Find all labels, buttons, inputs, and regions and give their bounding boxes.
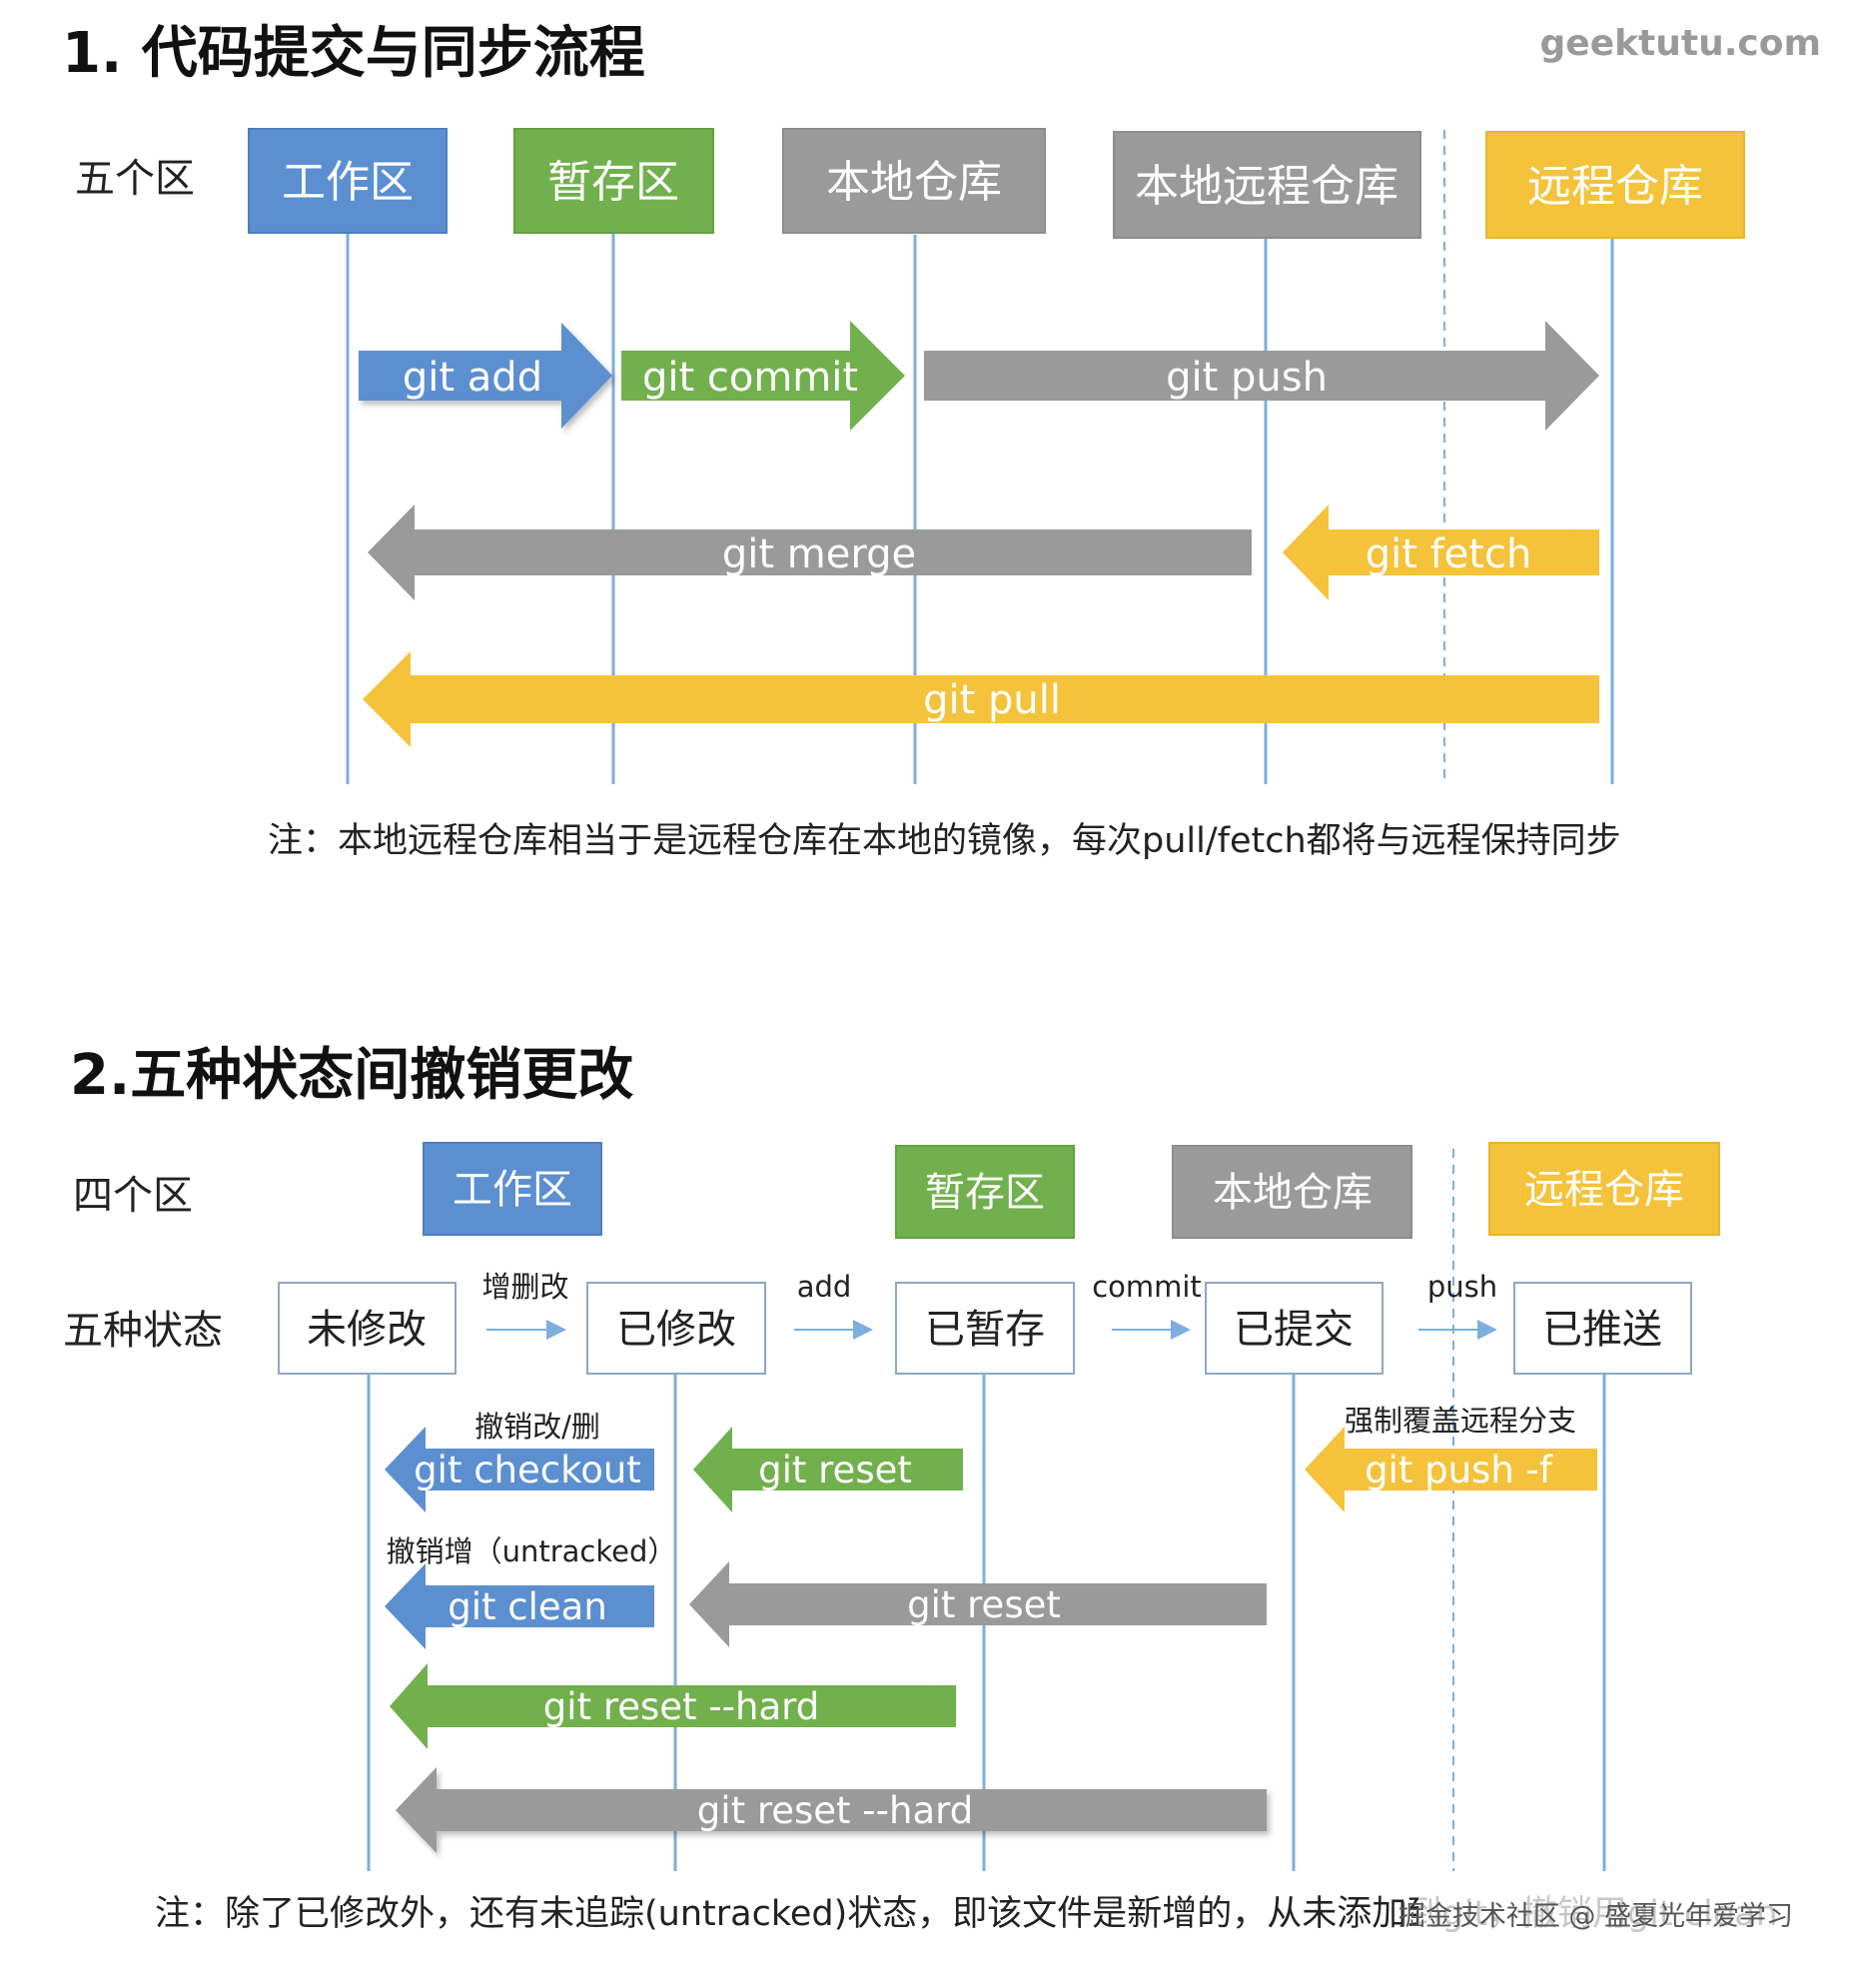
section1-title: 1. 代码提交与同步流程 bbox=[62, 21, 645, 86]
section2-zone-remote: 远程仓库 bbox=[1488, 1142, 1720, 1236]
zone-box bbox=[423, 1142, 602, 1236]
state-label: 已修改 bbox=[616, 1307, 736, 1353]
section2-zone-label: 四个区 bbox=[73, 1173, 193, 1219]
transition-label: add bbox=[797, 1270, 852, 1304]
arrow-git-pull: git pull bbox=[363, 651, 1599, 747]
zone-label: 本地仓库 bbox=[1213, 1170, 1373, 1216]
arrow-label: git reset --hard bbox=[697, 1789, 973, 1832]
section2-title: 2.五种状态间撤销更改 bbox=[70, 1043, 633, 1108]
undo-label-checkout: 撤销改/删 bbox=[474, 1410, 600, 1444]
section1-zone-workspace: 工作区 bbox=[248, 128, 448, 234]
arrow-label: git commit bbox=[642, 355, 858, 401]
section1-zone-remote: 远程仓库 bbox=[1485, 131, 1745, 239]
state-modified: 已修改 bbox=[586, 1282, 766, 1375]
arrow-label: git fetch bbox=[1366, 531, 1532, 577]
section1-lanes bbox=[346, 130, 1614, 784]
arrow-git-reset-committed: git reset bbox=[689, 1561, 1267, 1647]
state-label: 未修改 bbox=[307, 1307, 427, 1353]
footer-mark-background bbox=[1418, 1893, 1803, 1937]
zone-box bbox=[1113, 131, 1421, 239]
zone-label: 本地仓库 bbox=[826, 157, 1002, 208]
arrow-label: git push -f bbox=[1365, 1449, 1553, 1491]
arrow-git-merge: git merge bbox=[368, 504, 1252, 600]
transition-label: commit bbox=[1092, 1270, 1202, 1304]
section1-zone-staging: 暂存区 bbox=[513, 128, 714, 234]
arrow-git-checkout: git checkout bbox=[385, 1427, 654, 1512]
arrow-label: git reset bbox=[758, 1449, 912, 1491]
state-label: 已提交 bbox=[1234, 1307, 1354, 1353]
footer-watermark: 掘金技术社区 @ 盛夏光年爱学习 bbox=[1398, 1901, 1793, 1932]
section2-lanes bbox=[367, 1149, 1606, 1871]
state-committed: 已提交 bbox=[1205, 1282, 1384, 1375]
arrow-git-commit: git commit bbox=[621, 321, 905, 431]
arrow-label: git add bbox=[403, 355, 542, 401]
arrow-git-reset-staged: git reset bbox=[693, 1427, 963, 1512]
transition-commit: commit bbox=[1092, 1270, 1202, 1340]
state-pushed: 已推送 bbox=[1513, 1282, 1692, 1375]
arrow-git-reset-hard-staged: git reset --hard bbox=[390, 1663, 956, 1749]
arrow-label: git push bbox=[1166, 355, 1328, 401]
section1-row-label: 五个区 bbox=[75, 156, 195, 202]
state-label: 已推送 bbox=[1542, 1307, 1662, 1353]
zone-box bbox=[1485, 131, 1745, 239]
transition-push: push bbox=[1418, 1270, 1497, 1340]
transition-label: push bbox=[1427, 1270, 1497, 1304]
transition-add: add bbox=[794, 1270, 873, 1340]
section2-zone-workspace: 工作区 bbox=[423, 1142, 602, 1236]
arrow-git-push-force: git push -f bbox=[1305, 1427, 1597, 1512]
arrow-label: git clean bbox=[448, 1585, 607, 1628]
arrow-label: git reset bbox=[907, 1583, 1061, 1626]
zone-box bbox=[248, 128, 448, 234]
zone-box bbox=[513, 128, 714, 234]
zone-label: 远程仓库 bbox=[1527, 161, 1703, 212]
arrow-label: git merge bbox=[722, 531, 916, 577]
site-watermark: geektutu.com bbox=[1540, 23, 1821, 64]
zone-label: 暂存区 bbox=[547, 157, 679, 208]
section2-zone-staging: 暂存区 bbox=[895, 1145, 1075, 1239]
section1-note: 注：本地远程仓库相当于是远程仓库在本地的镜像，每次pull/fetch都将与远程… bbox=[268, 821, 1621, 861]
undo-label-force-push: 强制覆盖远程分支 bbox=[1345, 1404, 1576, 1438]
zone-label: 远程仓库 bbox=[1524, 1167, 1684, 1213]
arrow-git-reset-hard-committed: git reset --hard bbox=[396, 1767, 1267, 1853]
arrow-git-clean: git clean bbox=[385, 1563, 654, 1649]
arrow-git-push: git push bbox=[924, 321, 1599, 431]
arrow-label: git pull bbox=[923, 677, 1061, 723]
zone-box bbox=[782, 128, 1046, 234]
transition-edit: 增删改 bbox=[481, 1270, 569, 1340]
arrow-label: git checkout bbox=[414, 1449, 641, 1491]
arrow-label: git reset --hard bbox=[543, 1685, 819, 1728]
state-staged: 已暂存 bbox=[895, 1282, 1075, 1375]
section1-zone-local-repo: 本地仓库 bbox=[782, 128, 1046, 234]
zone-box bbox=[1488, 1142, 1720, 1236]
zone-label: 暂存区 bbox=[925, 1170, 1045, 1216]
zone-box bbox=[895, 1145, 1075, 1239]
zone-label: 本地远程仓库 bbox=[1135, 161, 1398, 212]
state-label: 已暂存 bbox=[925, 1307, 1045, 1353]
state-unmodified: 未修改 bbox=[278, 1282, 457, 1375]
section1-zone-local-remote: 本地远程仓库 bbox=[1113, 131, 1421, 239]
transition-label: 增删改 bbox=[481, 1270, 568, 1304]
section2-zone-local-repo: 本地仓库 bbox=[1172, 1145, 1412, 1239]
arrow-git-fetch: git fetch bbox=[1283, 504, 1599, 600]
zone-label: 工作区 bbox=[282, 157, 414, 208]
section2-state-label: 五种状态 bbox=[63, 1308, 223, 1354]
undo-label-clean: 撤销增（untracked） bbox=[387, 1534, 677, 1568]
zone-label: 工作区 bbox=[453, 1167, 572, 1213]
arrow-git-add: git add bbox=[359, 323, 612, 429]
zone-box bbox=[1172, 1145, 1412, 1239]
